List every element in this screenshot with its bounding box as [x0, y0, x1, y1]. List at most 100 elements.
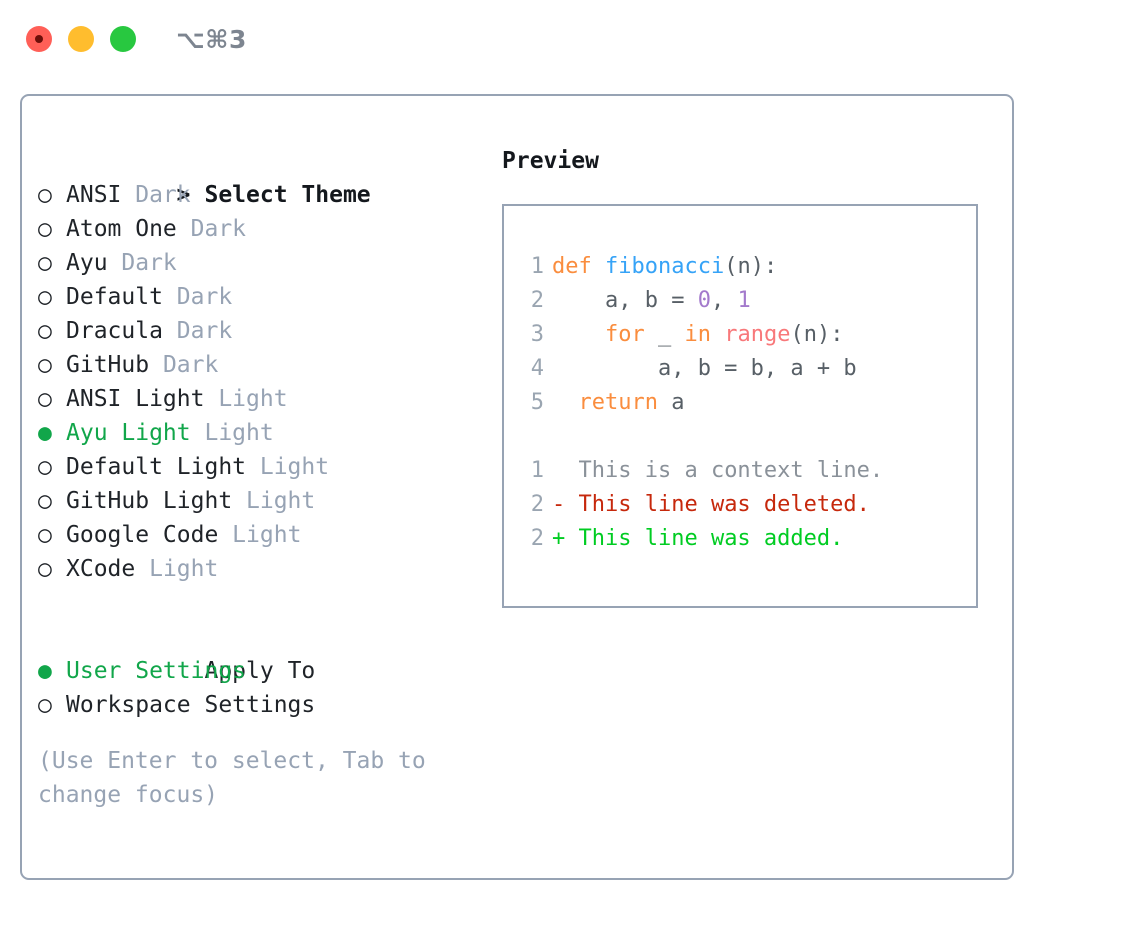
apply-to-label: Apply To: [204, 658, 316, 684]
line-number: 1: [530, 458, 544, 483]
diff-text: This line was deleted.: [565, 492, 870, 517]
code-token-plain: [711, 322, 724, 347]
theme-category-tag: Light: [190, 420, 274, 446]
line-number: 4: [530, 356, 544, 381]
code-line: 4 a, b = b, a + b: [518, 352, 976, 386]
theme-category-tag: Dark: [162, 284, 233, 310]
theme-name: Default Light: [66, 454, 247, 480]
code-token-punct: (n):: [724, 254, 778, 279]
theme-list-item[interactable]: ● Ayu Light Light: [38, 416, 468, 450]
radio-selected-icon: ●: [38, 658, 52, 684]
radio-unselected-icon: ○: [38, 352, 52, 378]
radio-unselected-icon: ○: [38, 250, 52, 276]
line-number: 1: [530, 254, 544, 279]
zoom-button[interactable]: [110, 26, 136, 52]
theme-list-item[interactable]: ○GitHub Dark: [38, 348, 468, 382]
theme-list-item[interactable]: ○Google Code Light: [38, 518, 468, 552]
diff-line: 1 This is a context line.: [518, 454, 976, 488]
theme-name: Ayu: [66, 250, 108, 276]
diff-sign: -: [552, 492, 566, 517]
heading-caret-icon: >: [176, 182, 191, 208]
theme-name: GitHub Light: [66, 488, 233, 514]
theme-category-tag: Dark: [162, 318, 233, 344]
theme-list-item[interactable]: ○ANSI Light Light: [38, 382, 468, 416]
main-panel: >Select Theme ○ANSI Dark○Atom One Dark○A…: [20, 94, 1014, 880]
code-token-num: 0: [697, 288, 711, 313]
code-line-text: def fibonacci(n):: [544, 254, 777, 279]
minimize-button[interactable]: [68, 26, 94, 52]
help-hint-text: (Use Enter to select, Tab to change focu…: [38, 748, 440, 808]
line-number: 2: [530, 492, 544, 517]
radio-selected-icon: ●: [38, 420, 52, 446]
line-number: 2: [530, 288, 544, 313]
theme-list-item[interactable]: ○Default Dark: [38, 280, 468, 314]
select-theme-heading: > Select Theme: [38, 144, 468, 208]
window-controls: [26, 26, 136, 52]
radio-unselected-icon: ○: [38, 692, 52, 718]
theme-category-tag: Dark: [107, 250, 177, 276]
radio-unselected-icon: ○: [38, 522, 52, 548]
code-line-text: return a: [544, 390, 685, 415]
code-line: 5 return a: [518, 386, 976, 420]
theme-list-item[interactable]: ○Atom One Dark: [38, 212, 468, 246]
apply-to-option[interactable]: ● User Settings: [38, 654, 468, 688]
titlebar: ⌥⌘3: [0, 0, 1140, 78]
code-token-kw: return: [578, 390, 658, 415]
theme-list-item[interactable]: ○ GitHub Light Light: [38, 484, 468, 518]
diff-line: 2- This line was deleted.: [518, 488, 976, 522]
radio-unselected-icon: ○: [38, 182, 52, 208]
code-line: 2 a, b = 0, 1: [518, 284, 976, 318]
theme-list-item[interactable]: ○ Ayu Dark: [38, 246, 468, 280]
code-line-text: for _ in range(n):: [544, 322, 843, 347]
theme-list-item[interactable]: ○ XCode Light: [38, 552, 468, 586]
code-token-builtin: range: [724, 322, 791, 347]
theme-category-tag: Light: [135, 556, 219, 582]
preview-title: Preview: [502, 148, 599, 174]
code-diff-gap: [518, 420, 976, 454]
diff-sample: 1 This is a context line.2- This line wa…: [518, 454, 976, 556]
close-button[interactable]: [26, 26, 52, 52]
code-token-plain: ,: [710, 288, 738, 313]
line-number: 3: [530, 322, 544, 347]
theme-name: GitHub: [66, 352, 150, 378]
theme-name: Default: [66, 284, 163, 310]
radio-unselected-icon: ○: [38, 454, 52, 480]
heading-label: Select Theme: [204, 182, 371, 208]
code-token-plain: _: [644, 322, 685, 347]
list-spacer: [38, 586, 468, 620]
code-token-plain: [552, 390, 579, 415]
code-token-num: 1: [737, 288, 751, 313]
theme-list: ○ANSI Dark○Atom One Dark○Ayu Dark○Defaul…: [38, 178, 468, 586]
theme-name: Dracula: [66, 318, 163, 344]
theme-name: ANSI Light: [66, 386, 205, 412]
code-token-fn: fibonacci: [604, 254, 725, 279]
code-token-kw: def: [552, 254, 605, 279]
line-number: 5: [530, 390, 544, 415]
code-line: 3 for _ in range(n):: [518, 318, 976, 352]
theme-list-item[interactable]: ○ Default Light Light: [38, 450, 468, 484]
panel-content: >Select Theme ○ANSI Dark○Atom One Dark○A…: [22, 96, 1012, 878]
theme-category-tag: Light: [232, 488, 316, 514]
code-token-plain: [552, 322, 605, 347]
theme-list-item[interactable]: ○Dracula Dark: [38, 314, 468, 348]
theme-name: Ayu Light: [66, 420, 191, 446]
diff-line: 2+ This line was added.: [518, 522, 976, 556]
code-token-plain: a, b = b, a + b: [552, 356, 857, 381]
radio-unselected-icon: ○: [38, 488, 52, 514]
radio-unselected-icon: ○: [38, 556, 52, 582]
theme-selector-pane: >Select Theme ○ANSI Dark○Atom One Dark○A…: [38, 144, 468, 722]
theme-name: XCode: [66, 556, 136, 582]
code-token-plain: a: [657, 390, 685, 415]
theme-category-tag: Light: [246, 454, 330, 480]
keyboard-shortcut-label: ⌥⌘3: [176, 24, 247, 54]
theme-list-item[interactable]: ○ANSI Dark: [38, 178, 468, 212]
diff-sign: +: [552, 526, 566, 551]
code-token-kw: in: [684, 322, 711, 347]
apply-to-option-label: User Settings: [66, 658, 247, 684]
theme-category-tag: Light: [204, 386, 288, 412]
apply-to-option[interactable]: ○Workspace Settings: [38, 688, 468, 722]
